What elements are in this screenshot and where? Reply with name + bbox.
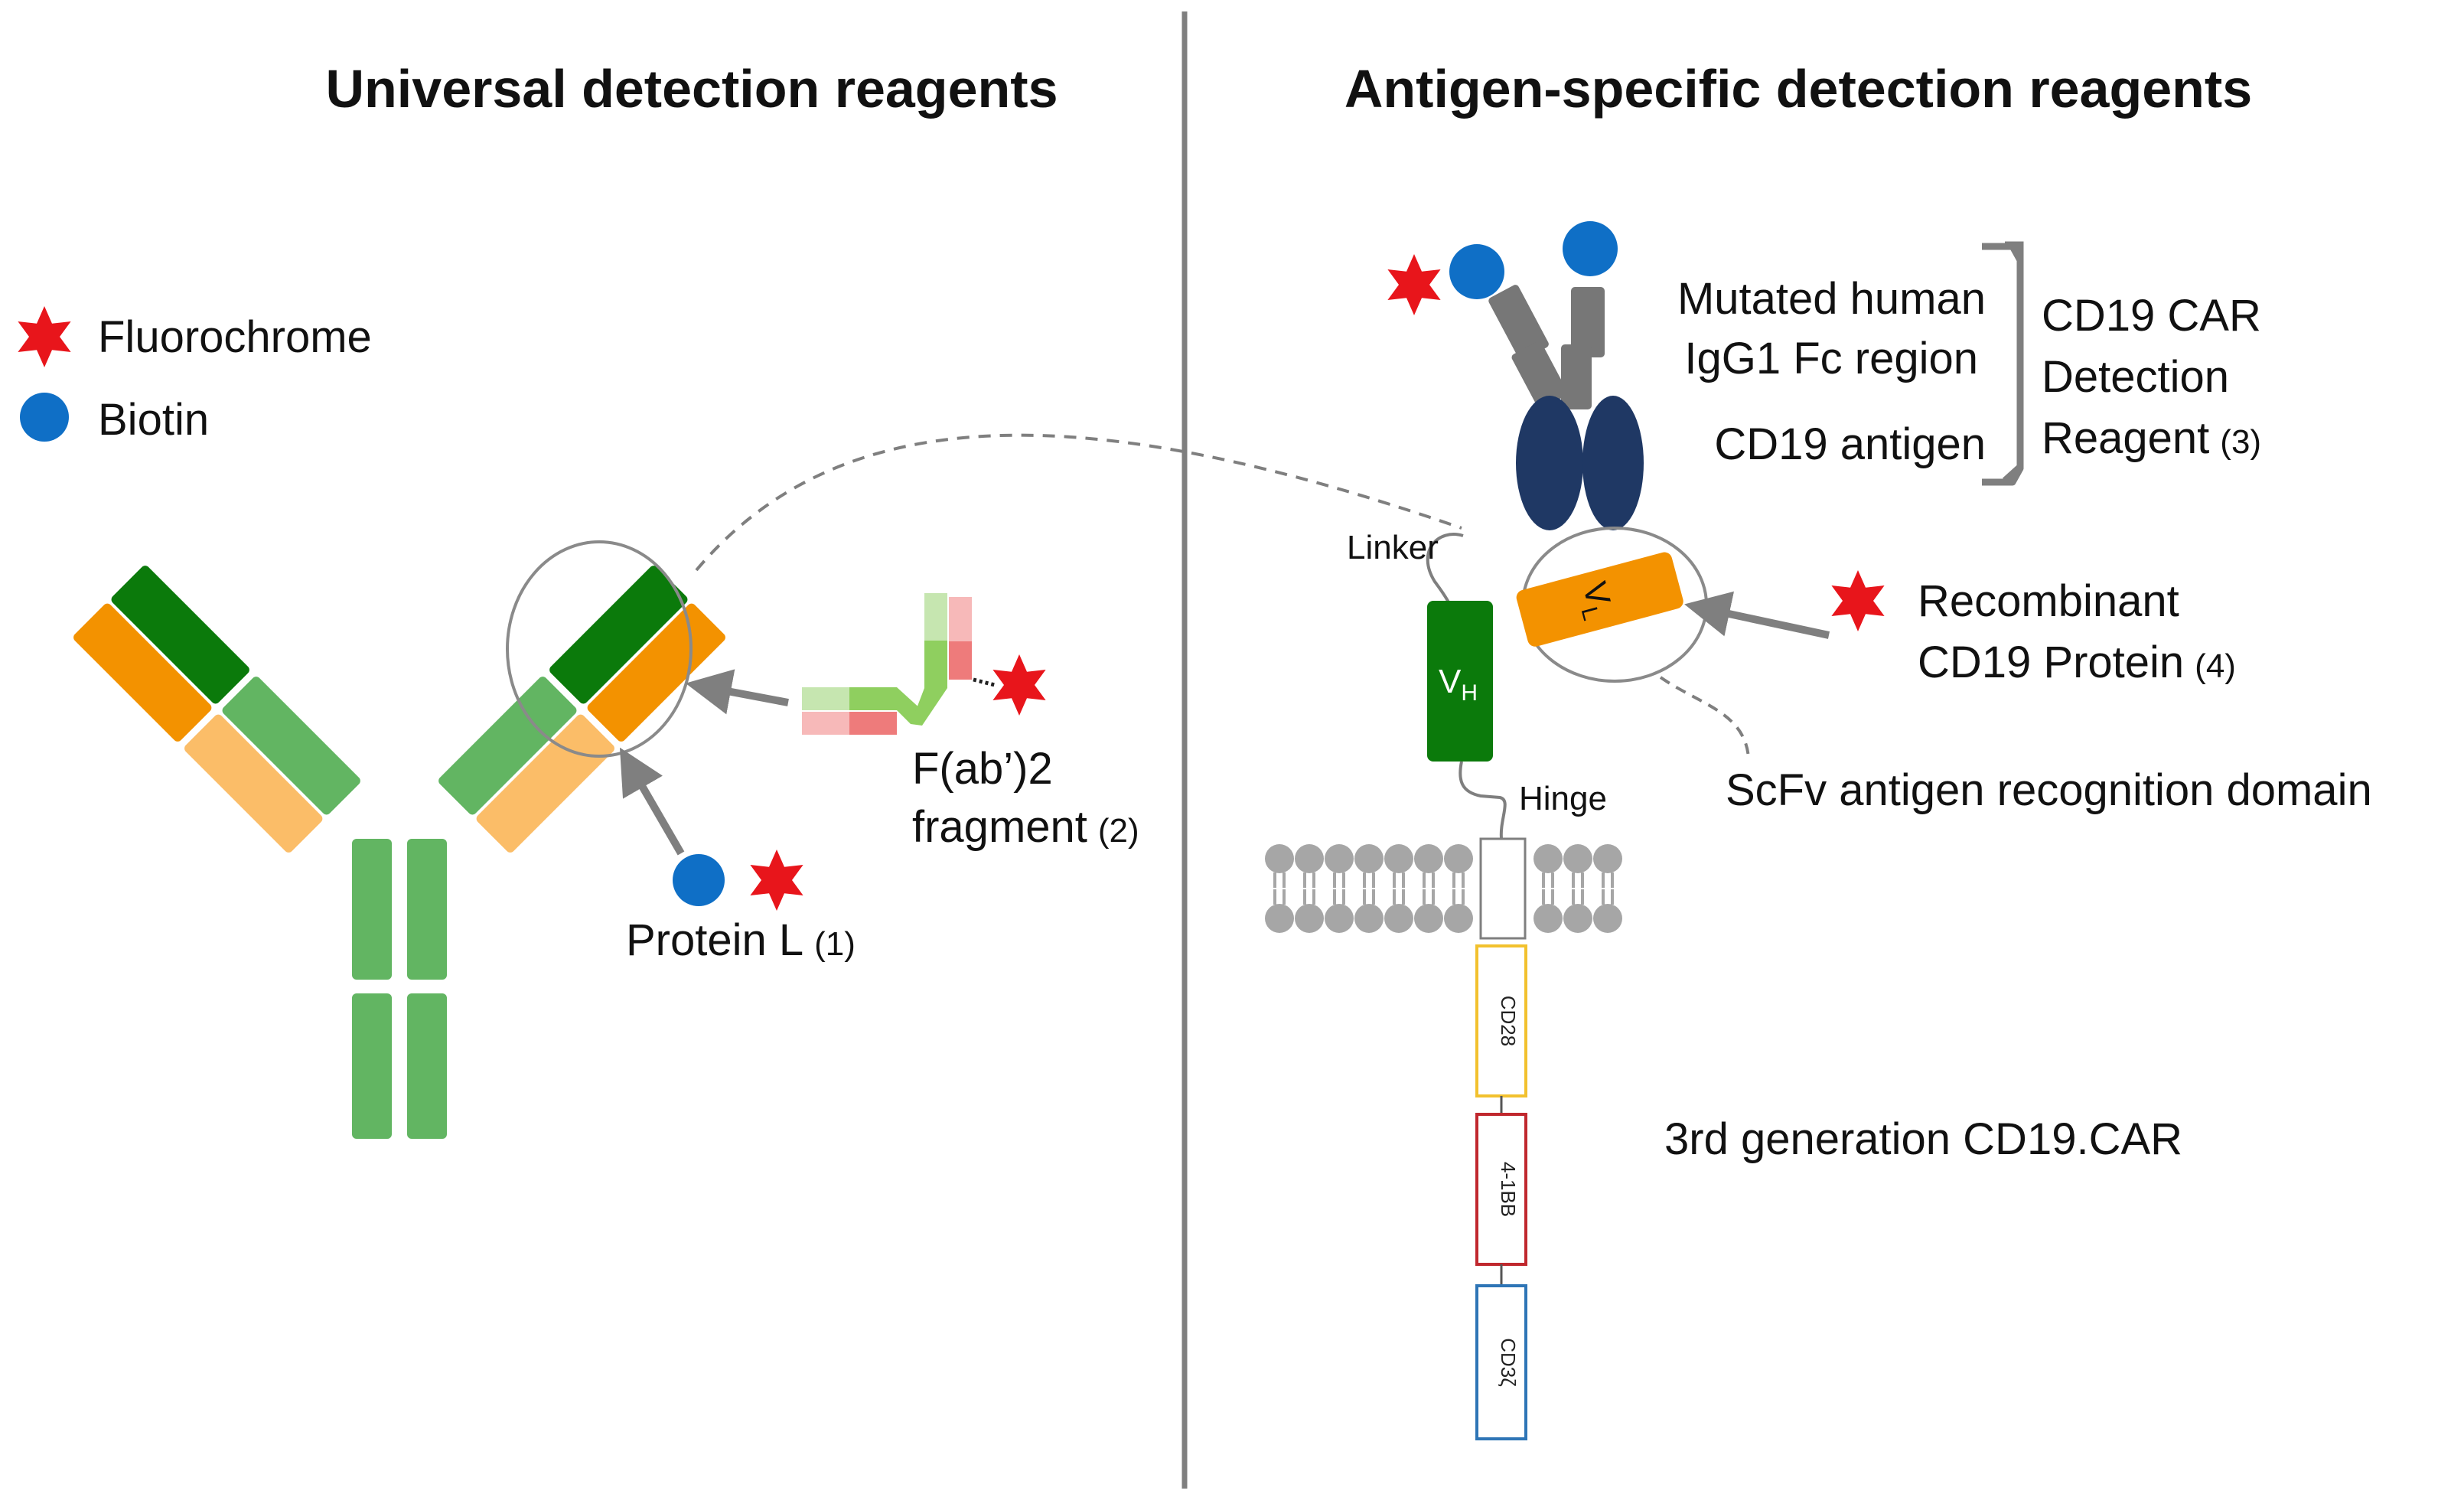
cd19-antigen-domain	[1582, 396, 1644, 530]
fc-label: Mutated human	[1677, 274, 1986, 324]
antibody-heavy-chain	[352, 839, 392, 980]
lipid-head	[1533, 844, 1563, 873]
lipid-head	[1593, 844, 1622, 873]
biotin-circle-icon	[20, 393, 69, 442]
cell-membrane	[1265, 844, 1622, 933]
reagent-biotin-icon	[1449, 244, 1504, 299]
lipid-head	[1444, 904, 1473, 933]
recombinant-label: CD19 Protein(4)	[1918, 638, 2236, 687]
vh-domain	[1427, 601, 1493, 762]
lipid-head	[1295, 904, 1324, 933]
fc-segment	[1511, 341, 1568, 409]
antibody	[73, 540, 725, 1139]
fab-label: F(ab’)2	[912, 744, 1053, 794]
protein-l-label: Protein L(1)	[626, 915, 856, 965]
lipid-head	[1354, 904, 1384, 933]
vh-label: VH	[1439, 663, 1478, 706]
transmembrane-domain	[1479, 837, 1527, 940]
antibody-light-chain	[476, 714, 614, 853]
lipid-head	[1533, 904, 1563, 933]
lipid-head	[1295, 844, 1324, 873]
lipid-head	[1563, 844, 1592, 873]
cd28-label: CD28	[1497, 996, 1520, 1046]
fc-segment	[1561, 344, 1592, 409]
linker-label: Linker	[1347, 529, 1439, 566]
cd19-antigen-domain	[1516, 396, 1583, 530]
lipid-head	[1593, 904, 1622, 933]
cd3z-domain	[1475, 1284, 1527, 1440]
scfv-dashed-pointer	[1659, 676, 1750, 758]
fab-linker-dots	[973, 677, 996, 687]
antibody-heavy-chain	[222, 677, 360, 815]
car-title: 3rd generation CD19.CAR	[1664, 1114, 2182, 1164]
right-title: Antigen-specific detection reagents	[1344, 59, 2252, 119]
fab-label: fragment(2)	[912, 802, 1139, 852]
cd19-car-detection-reagent	[1387, 221, 1644, 530]
lipid-head	[1444, 844, 1473, 873]
hinge-label: Hinge	[1519, 780, 1607, 817]
lipid-head	[1325, 844, 1354, 873]
fab-fragment	[802, 593, 972, 735]
fab-arrow	[685, 669, 789, 715]
antibody-variable-heavy	[549, 566, 688, 704]
antibody-light-chain	[184, 714, 323, 853]
antibody-heavy-chain	[352, 993, 392, 1139]
lipid-head	[1265, 844, 1294, 873]
antibody-variable-light	[73, 603, 212, 742]
reagent-biotin-icon	[1563, 221, 1618, 276]
hinge-line	[1459, 761, 1507, 839]
lipid-head	[1563, 904, 1592, 933]
antibody-heavy-chain	[407, 993, 447, 1139]
fab-highlight-ellipse	[506, 540, 693, 758]
vl-domain	[1516, 552, 1683, 647]
fc-segment	[1571, 287, 1605, 357]
recombinant-label: Recombinant	[1918, 576, 2179, 626]
lipid-head	[1325, 904, 1354, 933]
fc-segment	[1488, 285, 1549, 360]
legend-fluorochrome: Fluorochrome	[98, 312, 372, 362]
dashed-connector	[695, 433, 1462, 572]
recombinant-star-icon	[1831, 570, 1885, 631]
protein-l-arrow	[619, 747, 685, 856]
lipid-head	[1265, 904, 1294, 933]
fc-label: IgG1 Fc region	[1684, 334, 1978, 383]
antibody-variable-heavy	[111, 566, 249, 704]
reagent3-label: Detection	[2042, 352, 2229, 402]
lipid-head	[1384, 904, 1413, 933]
scfv-label: ScFv antigen recognition domain	[1726, 765, 2372, 815]
reagent3-label: CD19 CAR	[2042, 291, 2261, 341]
lipid-head	[1384, 844, 1413, 873]
lipid-head	[1414, 844, 1443, 873]
antibody-heavy-chain	[407, 839, 447, 980]
protein-l-biotin-icon	[673, 854, 725, 906]
legend-biotin: Biotin	[98, 395, 209, 445]
reagent3-label: Reagent(3)	[2042, 413, 2261, 463]
lipid-head	[1414, 904, 1443, 933]
cd3z-label: CD3ζ	[1497, 1338, 1520, 1386]
left-title: Universal detection reagents	[326, 59, 1058, 119]
cd19-antigen-label: CD19 antigen	[1714, 419, 1986, 469]
reagent-star-icon	[1387, 254, 1441, 315]
recombinant-arrow	[1684, 591, 1830, 639]
lipid-head	[1354, 844, 1384, 873]
fluorochrome-star-icon	[18, 306, 71, 367]
protein-l-star-icon	[750, 850, 803, 911]
antibody-heavy-chain	[438, 677, 577, 815]
reagent-bracket	[1982, 243, 2024, 486]
4-1bb-label: 4-1BB	[1497, 1162, 1520, 1217]
fab-star-icon	[992, 654, 1046, 716]
